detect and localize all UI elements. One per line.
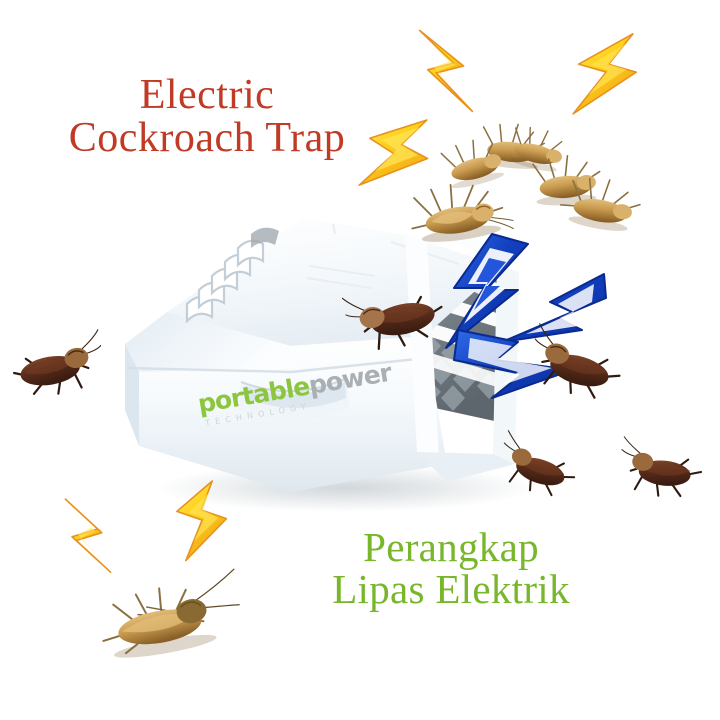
headline-english-line1: Electric <box>139 72 275 118</box>
trap-seam <box>126 356 428 374</box>
bolt-top-right <box>565 26 645 123</box>
trap-right-cap <box>405 231 519 482</box>
vent-slots <box>185 227 279 324</box>
headline-english: Electric Cockroach Trap <box>22 74 392 160</box>
front-handle-latch <box>239 376 349 421</box>
headline-indonesian: Perangkap Lipas Elektrik <box>286 524 616 612</box>
dead-roach-bottom <box>80 561 248 671</box>
dead-roach-3 <box>495 114 580 179</box>
dead-roach-5 <box>427 127 519 195</box>
trap-left-skirt <box>125 344 139 446</box>
trap-left-face <box>125 312 291 372</box>
headline-english-line2: Cockroach Trap <box>68 114 346 161</box>
live-roach-left <box>0 328 109 410</box>
electric-cockroach-trap-product <box>95 196 570 516</box>
headline-indonesian-line1: Perangkap <box>363 524 539 570</box>
bolt-top-left <box>401 20 488 122</box>
headline-indonesian-line2: Lipas Elektrik <box>332 565 570 612</box>
dead-roach-2 <box>468 114 557 174</box>
live-roach-far-right <box>616 436 710 505</box>
